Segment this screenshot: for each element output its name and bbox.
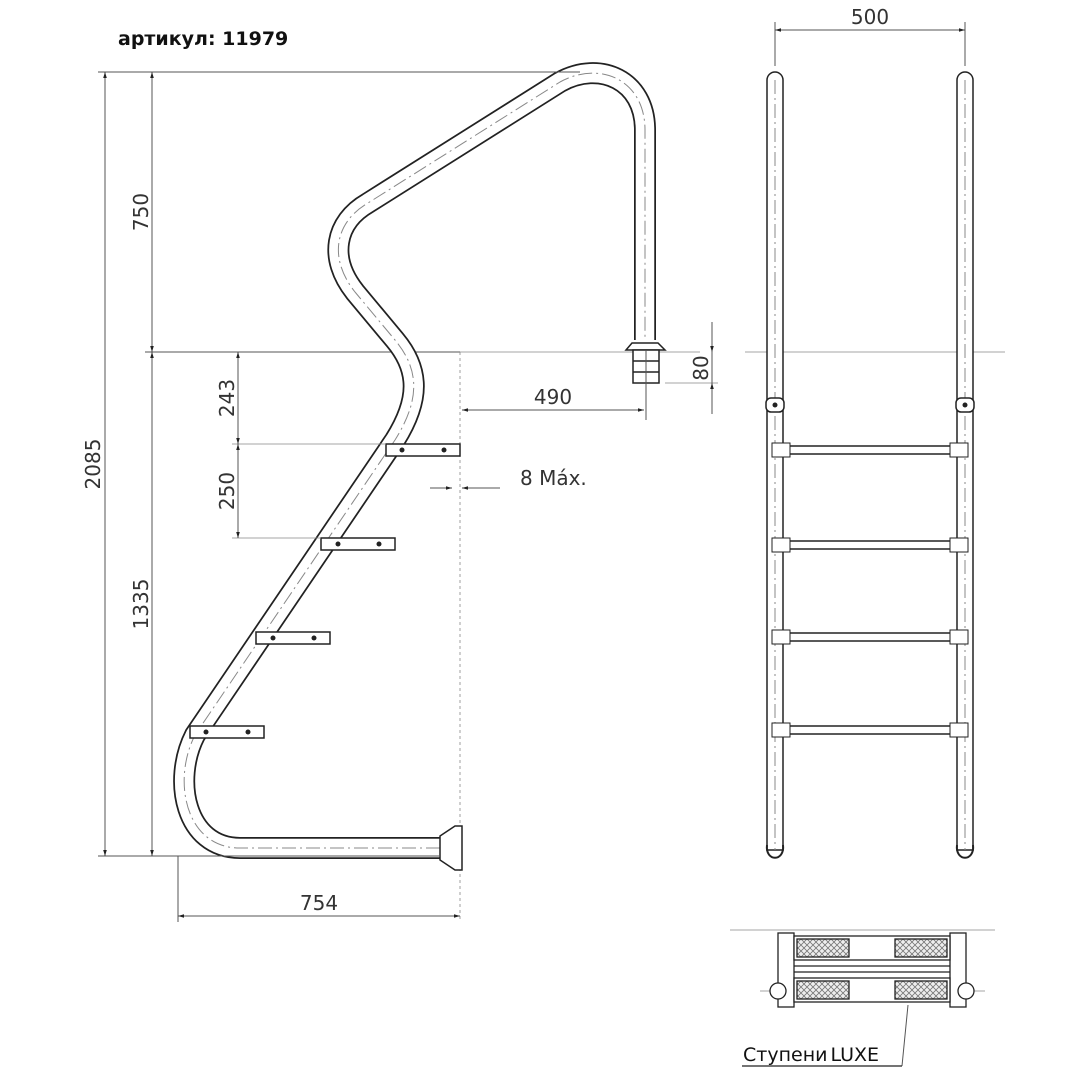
front-rail-right <box>955 71 975 859</box>
dim-below-deck: 1335 <box>129 579 153 630</box>
side-step <box>255 631 331 645</box>
side-view: 2085 750 1335 243 250 490 8 Máx. 80 754 <box>81 62 1005 922</box>
bottom-flange <box>439 825 463 871</box>
front-rail-left <box>765 71 785 859</box>
anchor-socket <box>624 342 667 420</box>
dim-handrail-height: 750 <box>129 193 153 231</box>
side-step <box>320 537 396 551</box>
side-step <box>385 443 461 457</box>
dim-first-step: 243 <box>215 379 239 417</box>
article-number: артикул: 11979 <box>118 28 288 50</box>
anti-slip-pad <box>796 938 850 958</box>
anti-slip-pad <box>796 980 850 1000</box>
front-rung <box>771 537 969 553</box>
front-rung <box>771 629 969 645</box>
anti-slip-pad <box>894 980 948 1000</box>
dim-wall-gap: 8 Máx. <box>520 466 587 490</box>
dim-anchor-depth: 80 <box>689 355 713 380</box>
dim-total-height: 2085 <box>81 439 105 490</box>
front-view: 500 <box>765 5 975 859</box>
dim-depth: 754 <box>300 891 338 915</box>
side-step <box>189 725 265 739</box>
front-rung <box>771 722 969 738</box>
dim-step-spacing: 250 <box>215 472 239 510</box>
front-rung <box>771 442 969 458</box>
dim-anchor-offset: 490 <box>534 385 572 409</box>
anti-slip-pad <box>894 938 948 958</box>
dim-width: 500 <box>851 5 889 29</box>
